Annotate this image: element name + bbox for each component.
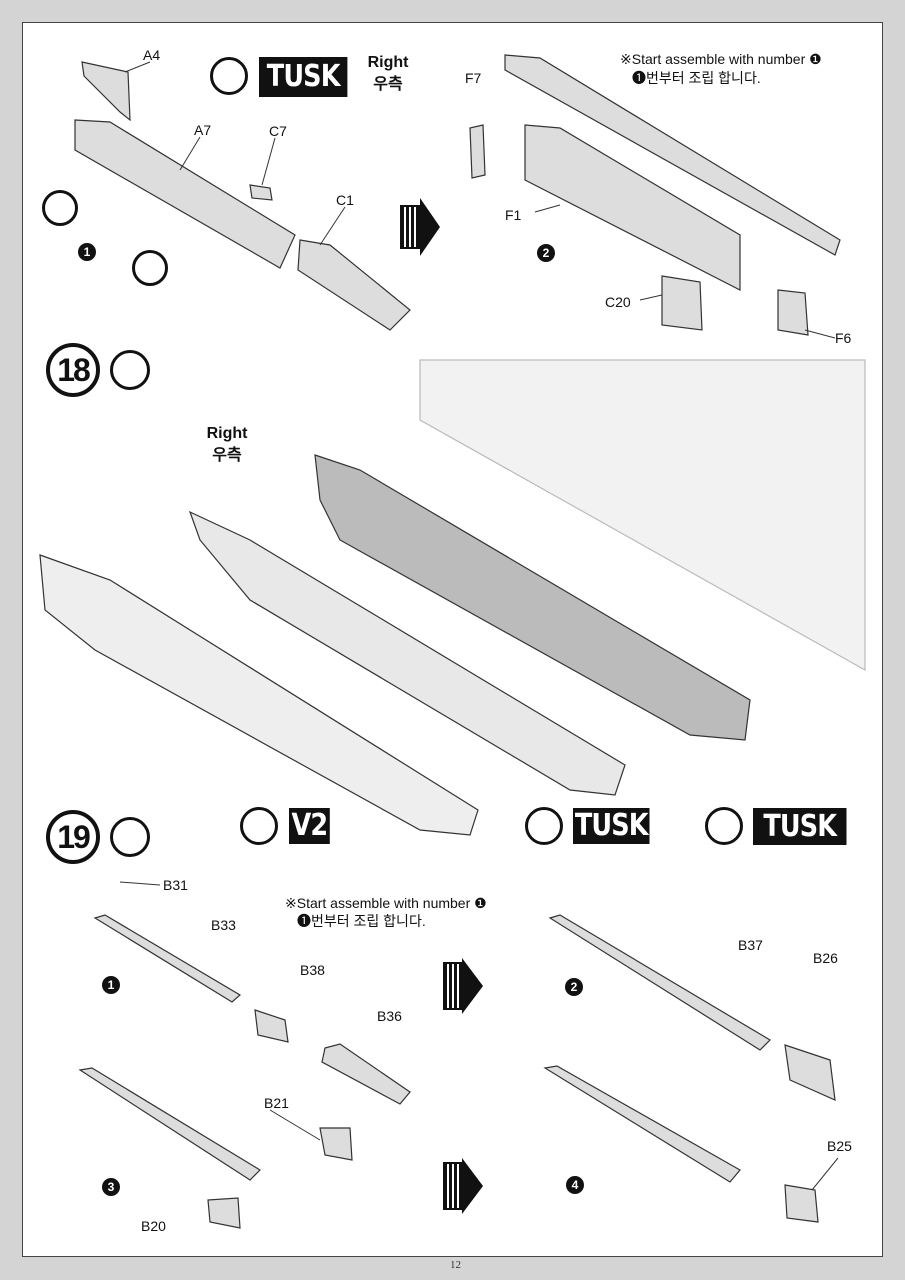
side-view-icon xyxy=(705,807,743,845)
part-label: B21 xyxy=(264,1095,289,1111)
substep-number: 1 xyxy=(102,976,120,994)
step-number-18: 18 xyxy=(46,343,100,397)
part-label: B36 xyxy=(377,1008,402,1024)
part-label: F7 xyxy=(465,70,482,86)
part-label: F1 xyxy=(505,207,522,223)
part-label: B38 xyxy=(300,962,325,978)
part-label: C20 xyxy=(605,294,631,310)
part-f7 xyxy=(469,124,486,179)
part-b25 xyxy=(784,1184,819,1223)
part-c1 xyxy=(297,239,411,331)
part-label: A4 xyxy=(143,47,161,63)
assembly-note-en: ※Start assemble with number ❶ xyxy=(620,51,822,67)
part-label: B33 xyxy=(211,917,236,933)
part-b21 xyxy=(319,1127,353,1161)
skirt-tusk2 xyxy=(314,454,751,741)
side-ko: 우측 xyxy=(212,447,242,464)
substep-number: 4 xyxy=(566,1176,584,1194)
side-view-icon xyxy=(210,57,248,95)
skirt-v2 xyxy=(39,554,479,836)
part-label: B26 xyxy=(813,950,838,966)
substep-number: 3 xyxy=(102,1178,120,1196)
assembly-note-ko: ❶번부터 조립 합니다. xyxy=(632,70,761,86)
part-b20 xyxy=(207,1197,241,1229)
hammer-icon xyxy=(110,817,150,857)
leader-lines xyxy=(119,61,839,1191)
side-ko: 우측 xyxy=(373,76,403,93)
substep-number: 2 xyxy=(565,978,583,996)
part-a4 xyxy=(81,61,131,122)
side-en: Right xyxy=(367,54,409,71)
part-a7 xyxy=(74,119,296,269)
part-b33 xyxy=(93,914,242,1003)
part-f1 xyxy=(524,124,741,291)
side-en: Right xyxy=(206,425,248,442)
part-label: B31 xyxy=(163,877,188,893)
side-label: Right 우측 xyxy=(366,52,410,96)
cement-icon xyxy=(132,250,168,286)
tank-hull xyxy=(419,359,866,672)
part-label: C1 xyxy=(336,192,354,208)
side-label: Right 우측 xyxy=(205,423,249,467)
barrel-3 xyxy=(78,1067,261,1181)
part-label: B25 xyxy=(827,1138,852,1154)
side-view-icon xyxy=(525,807,563,845)
assembly-note-ko: ❶번부터 조립 합니다. xyxy=(297,913,426,929)
page-number: 12 xyxy=(450,1259,461,1271)
substep-number: 2 xyxy=(537,244,555,262)
step-number-19: 19 xyxy=(46,810,100,864)
part-b26 xyxy=(784,1044,836,1101)
part-c7 xyxy=(249,184,273,201)
part-label: F6 xyxy=(835,330,852,346)
part-f1-rail xyxy=(504,54,841,256)
hammer-icon xyxy=(110,350,150,390)
tusk-badge: TUSK xyxy=(573,808,650,844)
barrel-2 xyxy=(548,914,771,1051)
tusk-badge: TUSK xyxy=(259,57,348,97)
part-label: B20 xyxy=(141,1218,166,1234)
cement-icon xyxy=(42,190,78,226)
part-f6 xyxy=(777,289,809,336)
assembly-note-en: ※Start assemble with number ❶ xyxy=(285,895,487,911)
part-label: C7 xyxy=(269,123,287,139)
side-view-icon xyxy=(240,807,278,845)
part-b36 xyxy=(321,1043,411,1105)
part-label: B37 xyxy=(738,937,763,953)
part-c20 xyxy=(661,275,703,331)
part-label: A7 xyxy=(194,122,212,138)
v2-badge: V2 xyxy=(289,808,330,844)
barrel-4 xyxy=(543,1065,741,1183)
part-b38 xyxy=(254,1009,289,1043)
substep-number: 1 xyxy=(78,243,96,261)
tusk2-badge: TUSK II xyxy=(753,808,847,881)
skirt-tusk xyxy=(188,510,626,796)
